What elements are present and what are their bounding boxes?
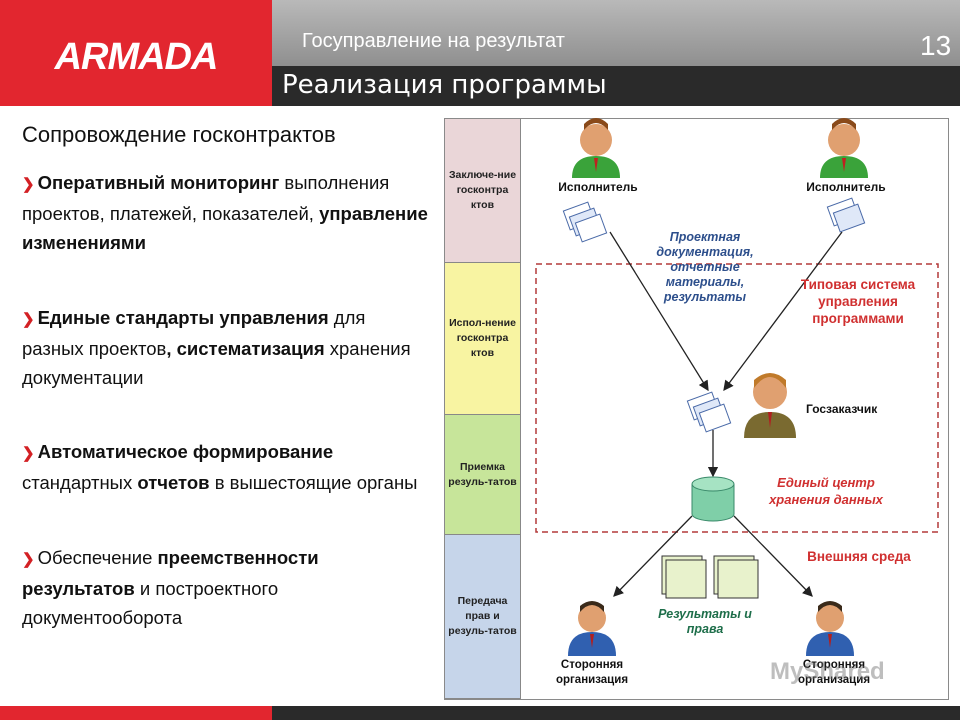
results-documents-icon [661, 555, 759, 599]
watermark: MyShared [770, 658, 885, 685]
database-icon [691, 476, 735, 522]
phase-transfer: Передача прав и резуль-татов [445, 535, 521, 699]
section-title: Сопровождение госконтрактов [22, 122, 336, 147]
armada-logo: ARMADA [54, 36, 219, 78]
phase-execution: Испол-нение госконтра ктов [445, 263, 521, 415]
phase-acceptance: Приемка резуль-татов [445, 415, 521, 535]
header-bar [272, 0, 960, 66]
bullet-continuity: ❯Обеспечение преемственности результатов… [22, 547, 319, 628]
header-title: Госуправление на результат [302, 30, 565, 52]
slide-number: 13 [920, 30, 952, 61]
storage-label: Единый центр хранения данных [769, 475, 883, 507]
bullet-standards: ❯Единые стандарты управления для разных … [22, 307, 411, 388]
bullet-arrow-icon: ❯ [22, 176, 35, 193]
documents-center-icon [686, 391, 732, 433]
external-env-label: Внешняя среда [807, 549, 911, 564]
footer-dark-bar [272, 706, 960, 720]
subheader-bar [272, 66, 960, 106]
customer-label: Госзаказчик [806, 402, 878, 416]
customer-person-icon [744, 373, 796, 438]
phase-contracting: Заключе-ние госконтра ктов [445, 119, 521, 263]
footer-red-bar [0, 706, 272, 720]
executor-left-person-icon [572, 118, 620, 178]
third-party-right-person-icon [806, 601, 854, 656]
bullet-arrow-icon: ❯ [22, 445, 35, 462]
system-frame [535, 263, 939, 533]
slide-title: Реализация программы [282, 70, 607, 100]
project-docs-label: Проектная документация, отчетные материа… [656, 230, 754, 304]
bullet-arrow-icon: ❯ [22, 311, 35, 328]
bullet-monitoring: ❯Оперативный мониторинг выполнения проек… [22, 172, 428, 253]
third-party-right-label: Сторонняя организация [797, 659, 871, 686]
executor-right-person-icon [820, 118, 868, 178]
executor-left-label: Исполнитель [558, 180, 638, 194]
typical-system-label: Типовая система управления программами [800, 277, 916, 326]
documents-right-icon [826, 197, 866, 233]
bullet-reports: ❯Автоматическое формирование стандартных… [22, 441, 418, 493]
documents-left-icon [562, 201, 608, 243]
third-party-left-person-icon [568, 601, 616, 656]
executor-right-label: Исполнитель [806, 180, 886, 194]
bullet-arrow-icon: ❯ [22, 551, 35, 568]
third-party-left-label: Сторонняя организация [555, 659, 629, 686]
results-rights-label: Результаты и права [658, 607, 752, 636]
logo-block [0, 0, 272, 106]
